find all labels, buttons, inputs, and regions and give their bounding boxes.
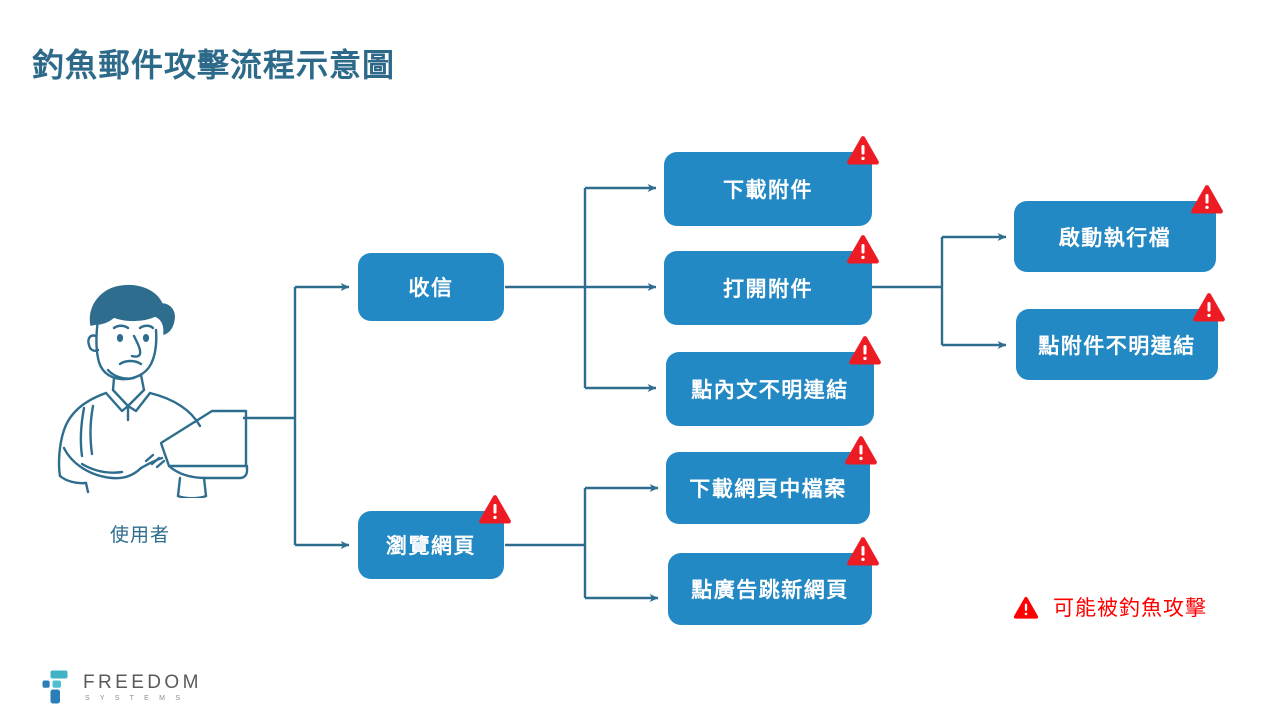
freedom-f-mark-icon [42,670,68,704]
node-label: 下載網頁中檔案 [689,478,847,501]
node-run-executable[interactable]: 啟動執行檔 [1014,185,1223,272]
node-label: 啟動執行檔 [1058,226,1172,250]
node-label: 打開附件 [723,278,813,301]
node-open-attachment[interactable]: 打開附件 [664,235,879,325]
logo-wordmark: FREEDOM S Y S T E M S [83,673,202,702]
brand-logo: FREEDOM S Y S T E M S [42,670,202,704]
logo-name: FREEDOM [83,671,202,693]
warning-triangle-icon [1190,184,1224,214]
node-ad-new-page[interactable]: 點廣告跳新網頁 [668,537,879,625]
node-label: 下載附件 [723,179,813,202]
node-receive-mail[interactable]: 收信 [358,253,504,321]
warning-triangle-icon [846,135,880,165]
node-click-body-link[interactable]: 點內文不明連結 [666,336,881,426]
warning-triangle-icon [478,494,512,524]
legend: 可能被釣魚攻擊 [1013,592,1207,622]
warning-triangle-icon [846,536,880,566]
user-illustration-icon [57,284,249,498]
warning-triangle-icon [1013,596,1039,619]
logo-tagline: S Y S T E M S [85,694,185,702]
node-download-web-file[interactable]: 下載網頁中檔案 [666,436,877,524]
user-label: 使用者 [109,525,170,546]
node-label: 點內文不明連結 [691,379,849,402]
page-title: 釣魚郵件攻擊流程示意圖 [32,47,396,83]
node-label: 瀏覽網頁 [386,535,476,558]
node-browse-web[interactable]: 瀏覽網頁 [358,495,511,579]
node-label: 點廣告跳新網頁 [691,579,849,602]
legend-label: 可能被釣魚攻擊 [1053,597,1207,620]
warning-triangle-icon [844,435,878,465]
warning-triangle-icon [1192,292,1226,322]
warning-triangle-icon [846,234,880,264]
node-download-attachment[interactable]: 下載附件 [664,136,879,226]
node-label: 收信 [408,277,454,300]
node-click-attachment-link[interactable]: 點附件不明連結 [1016,293,1225,380]
warning-triangle-icon [848,335,882,365]
node-label: 點附件不明連結 [1038,334,1196,358]
